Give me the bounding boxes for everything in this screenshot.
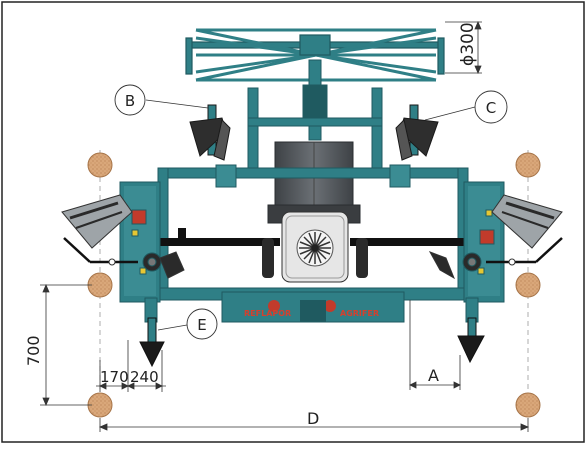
plant-right-2-tex (516, 273, 540, 297)
callout-c-label: C (486, 99, 496, 117)
callout-c-circle (474, 90, 508, 124)
dimension-240-label: 240 (130, 368, 159, 386)
plant-left-2-tex (88, 273, 112, 297)
dimension-d (98, 418, 530, 432)
dimension-a (409, 300, 461, 390)
left-side-unit (119, 181, 162, 323)
center-hood (281, 211, 349, 283)
main-frame (119, 164, 501, 301)
right-shovel (457, 317, 485, 364)
right-disc-assembly (395, 104, 439, 161)
logo-plate (221, 291, 405, 323)
plant-left-1-tex (88, 153, 112, 177)
right-finger-weeder (428, 194, 563, 280)
tool-bar (150, 228, 470, 246)
plant-right-3-tex (516, 393, 540, 417)
callout-e-label: E (197, 316, 206, 334)
roller-diameter-label: ϕ300 (458, 22, 478, 66)
dimension-700-label: 700 (24, 335, 43, 366)
center-drawbar (247, 59, 383, 171)
dimension-700 (40, 283, 92, 407)
plant-right-1-tex (516, 153, 540, 177)
left-finger-weeder (61, 194, 185, 279)
rear-roller (185, 28, 445, 82)
central-tank (267, 141, 361, 224)
center-wheels (262, 238, 368, 278)
dimension-170-240 (96, 340, 166, 392)
roller-diameter-dimension (445, 20, 482, 75)
dimension-a-label: A (428, 366, 439, 385)
right-side-unit (462, 181, 505, 323)
plants (87, 152, 541, 418)
dimension-d-label: D (307, 409, 319, 428)
callout-b-label: B (125, 92, 135, 110)
left-brand-logo: REFLAPOR (244, 309, 291, 318)
drawing-border (1, 1, 585, 443)
left-shovel (139, 317, 165, 368)
callout-b-circle (114, 84, 146, 116)
plant-left-3-tex (88, 393, 112, 417)
callout-e-circle (186, 308, 218, 340)
right-brand-logo: AGRIFER (340, 309, 379, 318)
left-disc-assembly (189, 104, 231, 161)
dimension-170-label: 170 (100, 368, 129, 386)
